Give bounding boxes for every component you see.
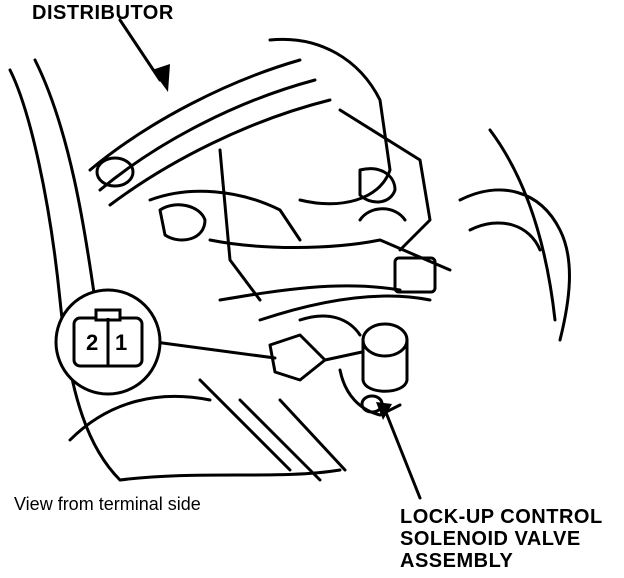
solenoid-label-line-2: SOLENOID VALVE [400,528,581,550]
solenoid-connector-wire [323,350,364,362]
right-bracket [358,167,397,204]
terminal-side-note: View from terminal side [14,494,201,514]
left-body-outline [8,68,122,482]
distributor-hose-2 [98,78,317,192]
distributor-body [268,37,392,206]
solenoid-connector [268,333,327,382]
hose-end [95,156,135,188]
solenoid-label-line-1: LOCK-UP CONTROL [400,506,603,528]
hose-right [458,188,571,342]
solenoid-body [361,338,409,393]
harness-connector [393,256,437,294]
bracket [218,148,262,302]
wire-harness-3 [258,294,432,322]
connector-pin-1: 1 [115,330,128,355]
lower-diag-3 [278,398,347,472]
lower-frame [118,468,342,482]
far-right-edge [488,128,557,322]
solenoid-body-top [361,322,409,358]
distributor-hose-1 [88,58,302,172]
hose-right-inner [468,221,542,252]
connector-callout-line [153,340,277,360]
distributor-lower [148,189,302,242]
solenoid-arrowhead [376,402,392,420]
wire-harness-2 [218,284,402,302]
distributor-arrowhead [152,64,170,92]
solenoid-leader [383,408,422,500]
lower-diag-1 [198,378,292,472]
solenoid-valve-label: LOCK-UP CONTROL SOLENOID VALVE ASSEMBLY [400,506,603,572]
wire-harness-1 [208,238,452,272]
solenoid-label-line-3: ASSEMBLY [400,550,514,572]
connector-pin-2: 2 [86,330,99,355]
right-housing [338,108,432,252]
distributor-hose-3 [108,98,332,207]
distributor-label: DISTRIBUTOR [32,2,174,24]
left-inner-curve [33,58,97,302]
bottom-left-curve [68,394,212,442]
solenoid-base [338,368,402,417]
lower-diag-2 [238,398,322,482]
harness-clip [358,207,407,222]
distributor-plug [158,203,207,242]
solenoid-mount [298,314,362,337]
